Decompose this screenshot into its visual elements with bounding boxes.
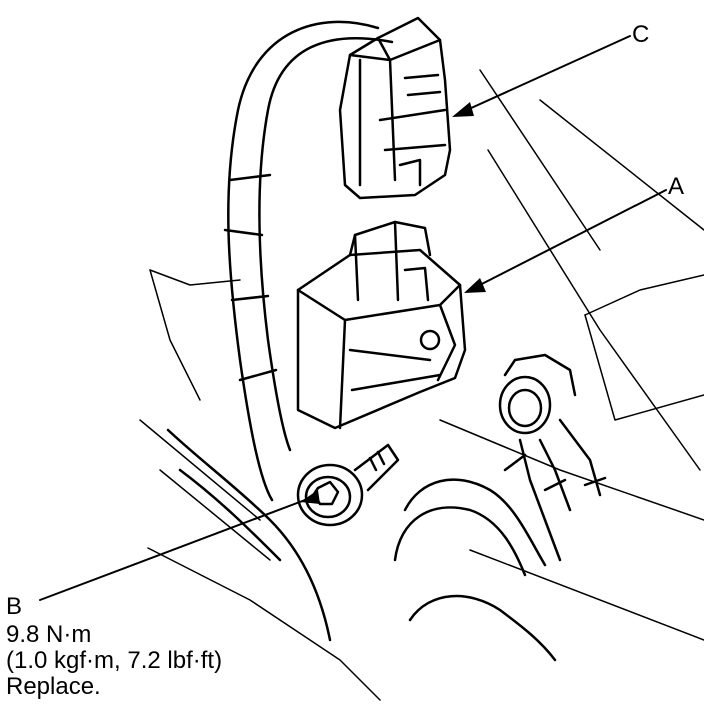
ground-terminal [393, 353, 607, 662]
wire-harness [166, 20, 394, 642]
torque-alt: (1.0 kgf·m, 7.2 lbf·ft) [6, 647, 223, 674]
connector-c [338, 16, 452, 200]
replace-note: Replace. [6, 673, 101, 700]
label-a: A [668, 173, 685, 200]
torque-nm: 9.8 N·m [6, 621, 92, 648]
arrowheads [300, 102, 486, 504]
label-b: B [6, 593, 23, 620]
body-panel-lines [139, 69, 704, 701]
fastener-spec: 9.8 N·m (1.0 kgf·m, 7.2 lbf·ft) Replace. [6, 622, 222, 700]
bolt-b [296, 443, 400, 527]
leader-lines [39, 35, 667, 601]
label-c: C [632, 21, 650, 48]
sensor-a [296, 220, 467, 430]
